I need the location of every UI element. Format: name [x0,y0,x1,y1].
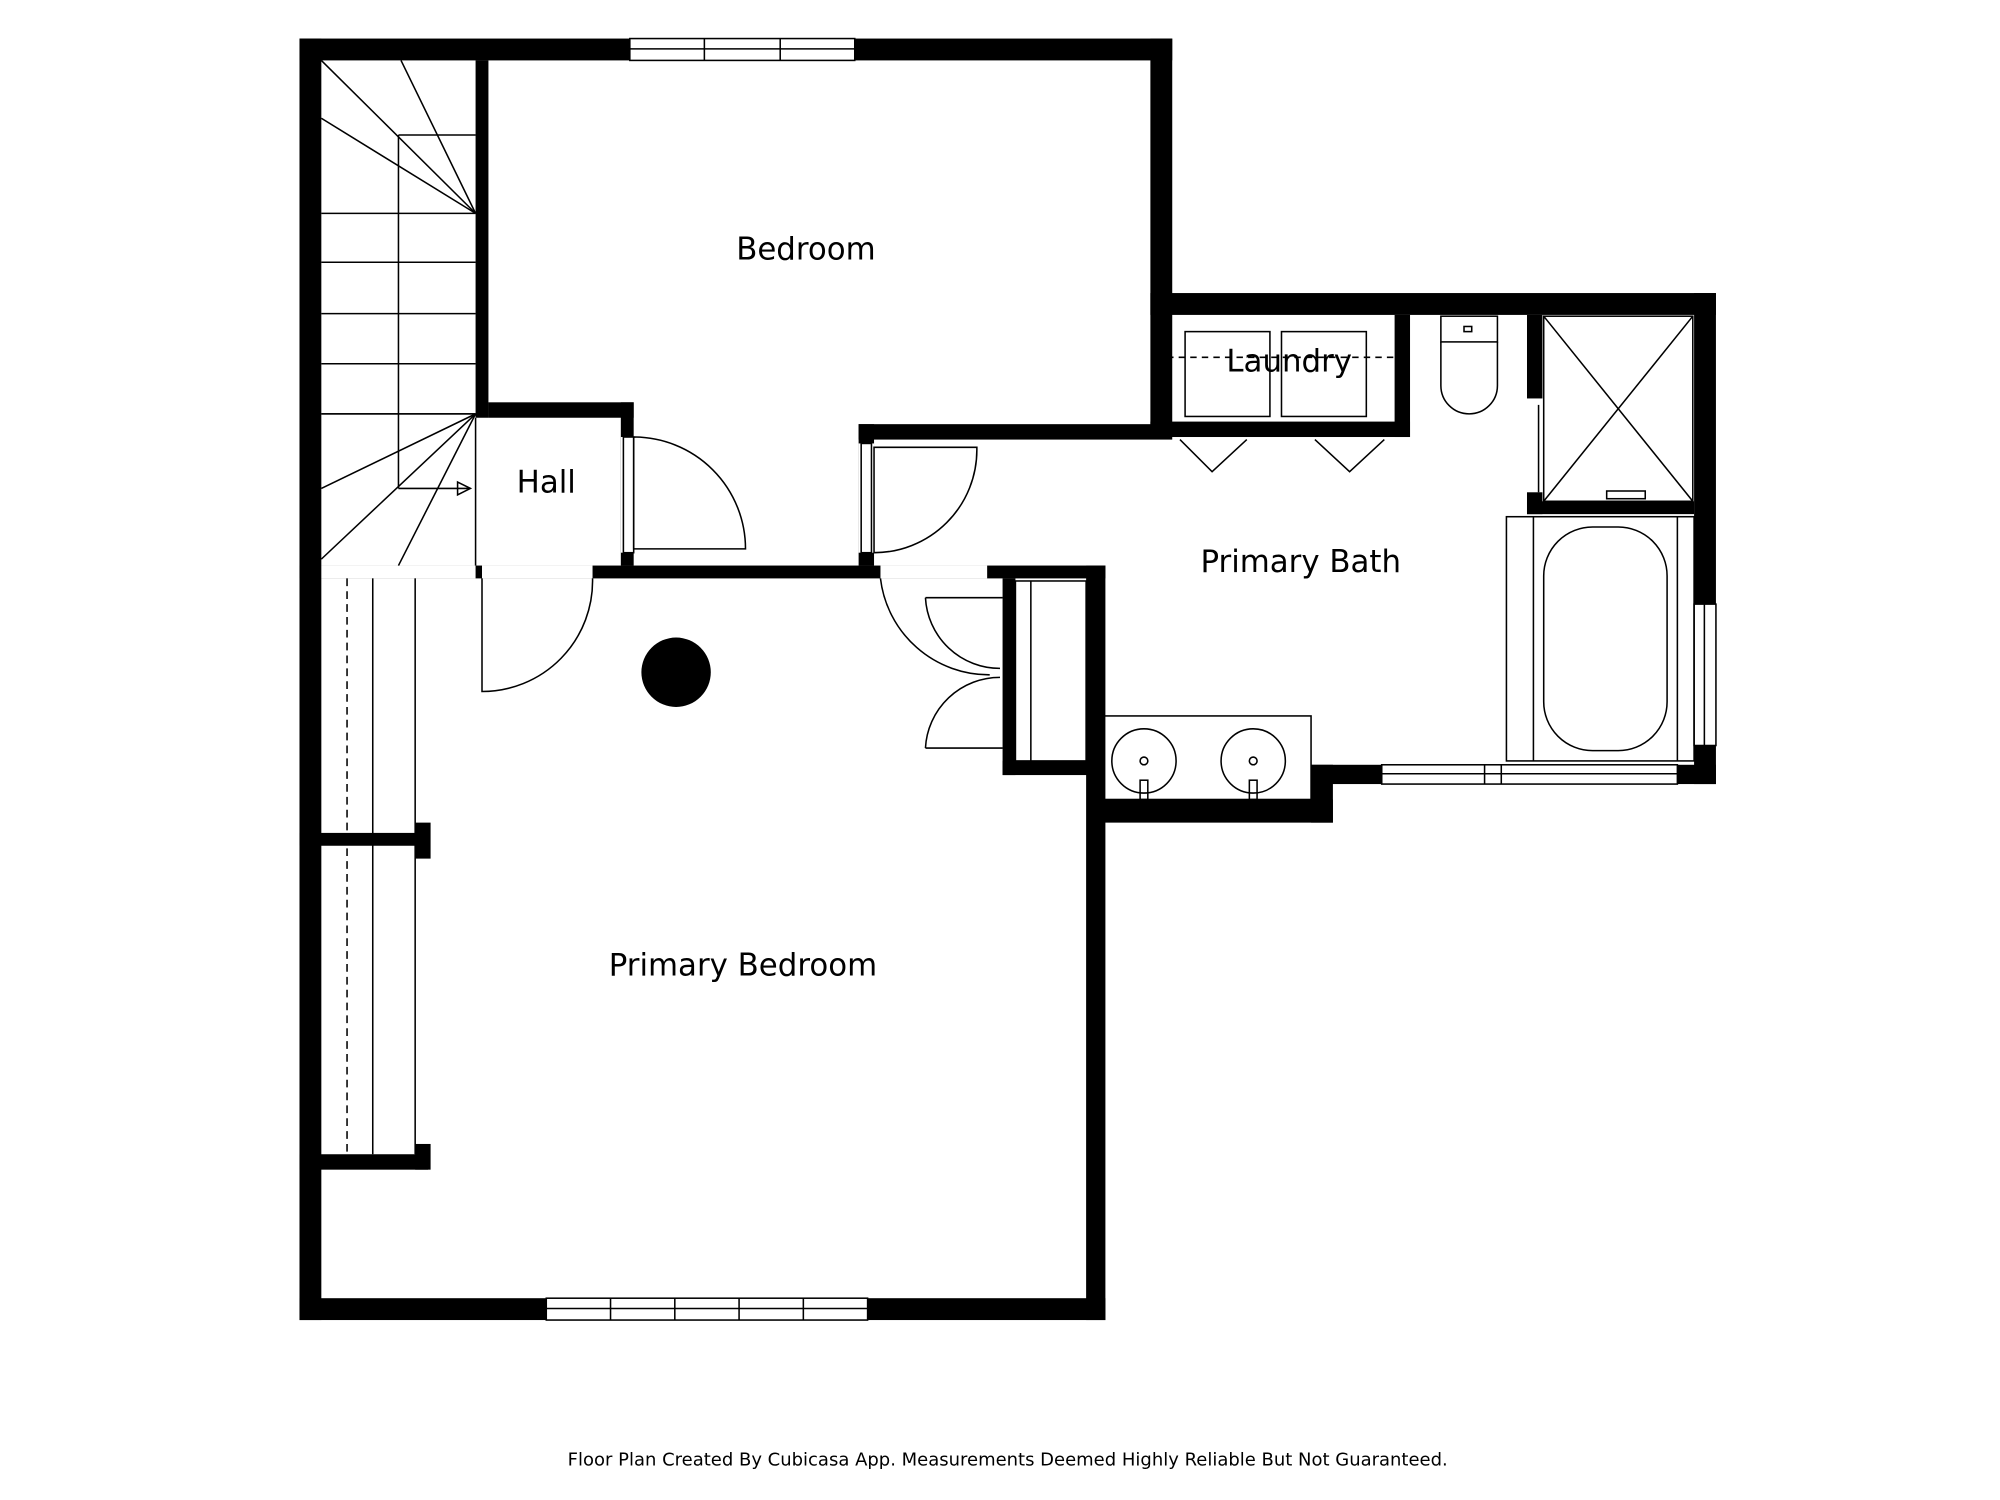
staircase [320,59,477,566]
column [641,637,711,707]
walls [299,38,1716,1321]
room-label-hall: Hall [517,464,576,500]
room-label-laundry: Laundry [1226,343,1352,379]
double-vanity [1098,715,1312,801]
washer-dryer [1167,330,1402,418]
balcony-railing [346,578,416,1155]
openings [321,437,988,579]
window-bath-bottom [1380,764,1679,785]
footer-disclaimer: Floor Plan Created By Cubicasa App. Meas… [568,1449,1448,1470]
shower [1542,315,1694,503]
toilet [1440,315,1499,415]
bathtub [1505,515,1695,762]
window-bath-right [1693,603,1717,747]
doors [481,436,1385,762]
room-label-primary-bath: Primary Bath [1200,544,1401,580]
window-bedroom-top [629,37,856,62]
room-label-primary-bedroom: Primary Bedroom [609,948,877,984]
room-label-bedroom: Bedroom [736,232,875,268]
window-primary-bedroom-bottom [545,1297,869,1321]
